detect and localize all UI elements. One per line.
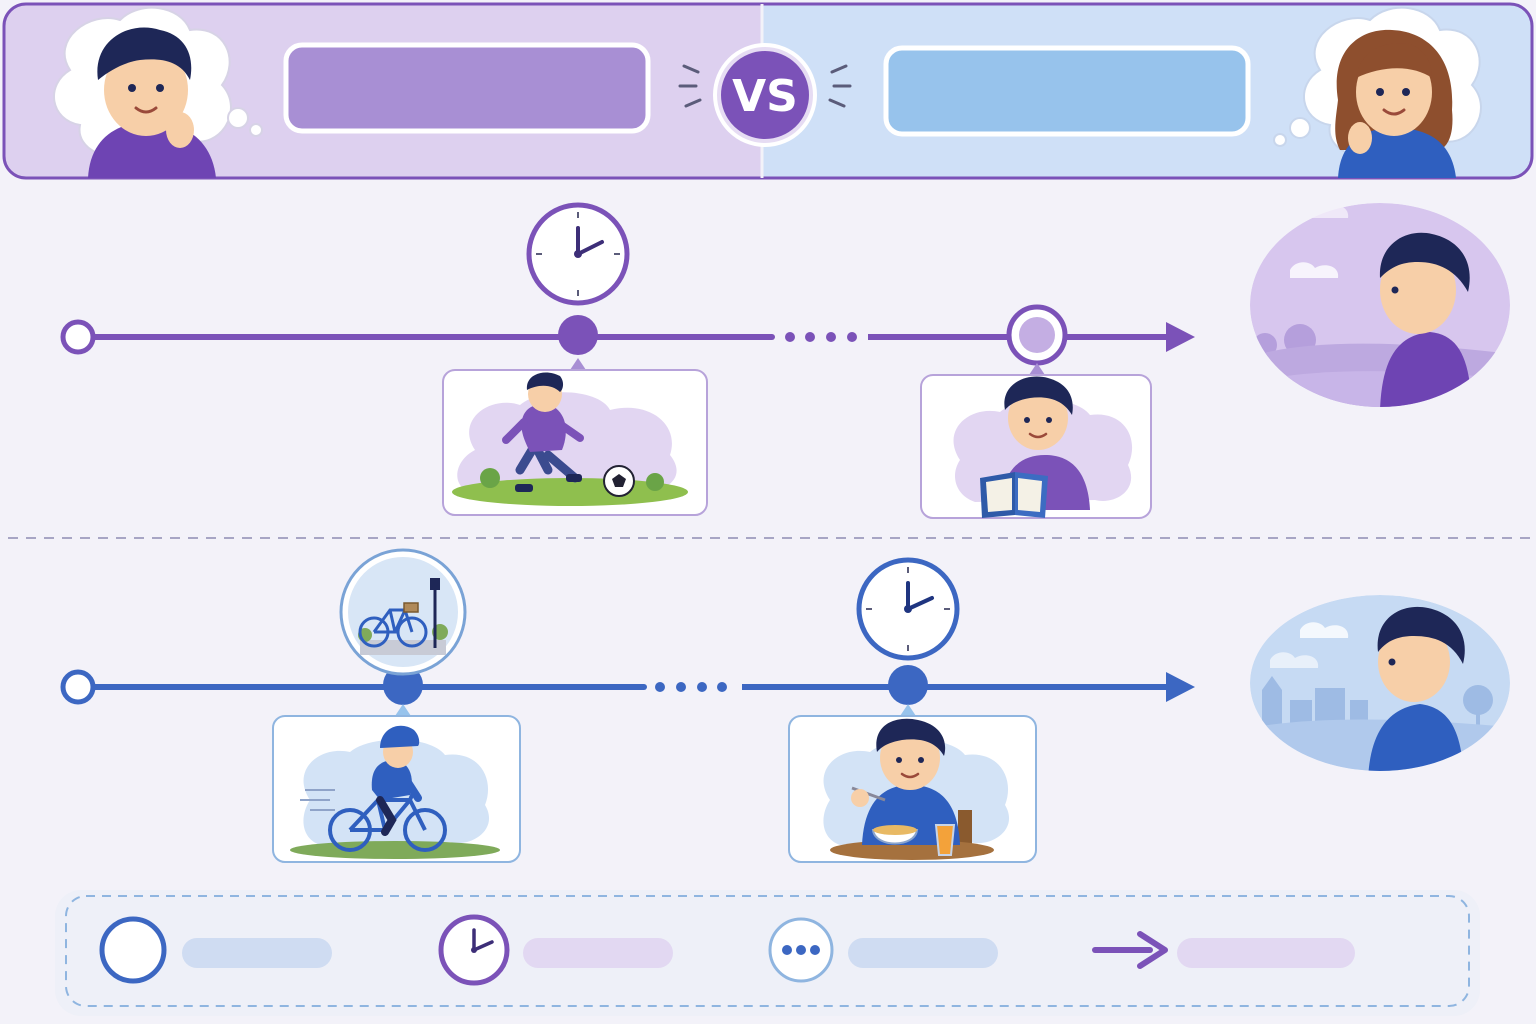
legend-item-direction bbox=[1092, 931, 1355, 969]
cereal-bowl-icon bbox=[871, 825, 919, 845]
legend-label-pill bbox=[182, 938, 332, 968]
boy-biking-figure bbox=[371, 725, 422, 836]
timeline-arrow-icon bbox=[1166, 322, 1195, 352]
clock-icon bbox=[438, 914, 510, 986]
clock-icon bbox=[526, 202, 630, 306]
arrow-right-icon bbox=[1092, 931, 1168, 969]
timeline-start-node bbox=[60, 669, 96, 705]
boy-kicking-figure bbox=[502, 372, 584, 492]
legend-label-pill bbox=[848, 938, 998, 968]
header-border bbox=[2, 2, 1534, 180]
timeline-purple bbox=[60, 202, 1510, 519]
timeline-event-node bbox=[383, 665, 423, 705]
bicycle-icon bbox=[358, 602, 428, 648]
outcome-scene-city bbox=[1250, 595, 1510, 771]
ellipsis-icon bbox=[768, 917, 834, 983]
clock-icon bbox=[856, 557, 960, 661]
book-icon bbox=[980, 472, 1048, 518]
scene-card-breakfast bbox=[788, 704, 1037, 863]
vs-label: VS bbox=[732, 71, 798, 122]
legend-item-clock bbox=[438, 914, 673, 986]
timeline-blue bbox=[60, 548, 1510, 863]
legend-label-pill bbox=[1177, 938, 1355, 968]
right-title-box bbox=[883, 45, 1251, 137]
timeline-gap-dots bbox=[655, 682, 727, 692]
timeline-start-node bbox=[60, 319, 96, 355]
juice-glass-icon bbox=[934, 824, 956, 856]
thinking-boy-avatar bbox=[53, 6, 263, 178]
timeline-arrow-icon bbox=[1166, 672, 1195, 702]
vs-badge: VS bbox=[678, 43, 852, 147]
legend-border bbox=[65, 895, 1470, 1007]
left-title-box bbox=[283, 42, 651, 134]
bicycle-bubble bbox=[339, 548, 467, 676]
outcome-scene-park bbox=[1250, 203, 1510, 407]
soccer-ball-icon bbox=[603, 465, 635, 497]
timeline-gap-dots bbox=[785, 332, 857, 342]
legend-label-pill bbox=[523, 938, 673, 968]
timeline-event-node bbox=[888, 665, 928, 705]
header-banner: VS bbox=[2, 2, 1534, 180]
scene-card-biking bbox=[272, 704, 521, 863]
legend-item-start bbox=[99, 916, 332, 984]
legend-item-gap bbox=[768, 917, 998, 983]
thinking-girl-avatar bbox=[1273, 6, 1482, 178]
timeline-event-node bbox=[558, 315, 598, 355]
scene-card-soccer bbox=[442, 358, 708, 516]
legend bbox=[55, 890, 1480, 1016]
open-circle-icon bbox=[99, 916, 167, 984]
scene-card-reading bbox=[920, 363, 1152, 519]
